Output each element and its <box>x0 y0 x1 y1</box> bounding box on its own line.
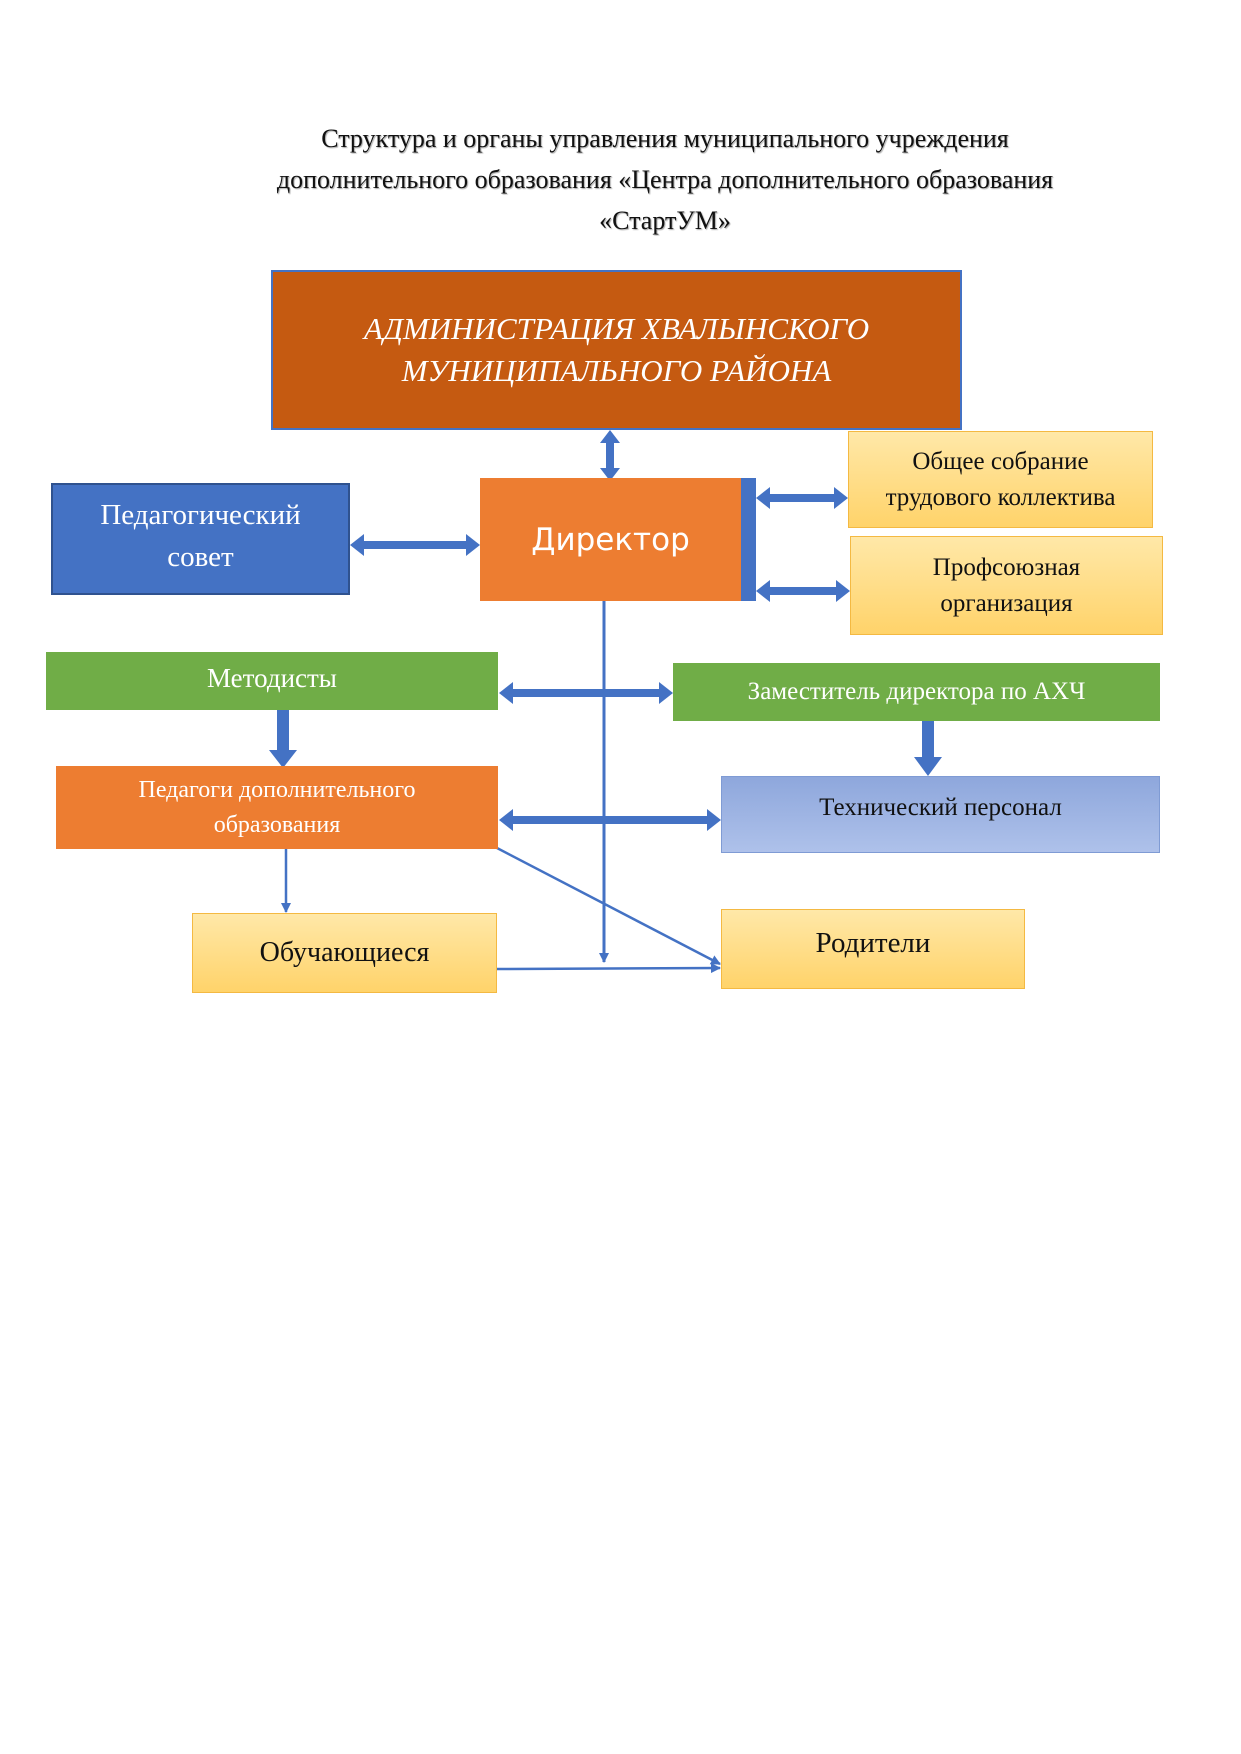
node-pedagogical-council-line-1: Педагогический <box>100 499 301 531</box>
line-students-parents <box>496 963 721 974</box>
node-teachers-line-1: Педагоги дополнительного <box>138 776 416 803</box>
page-title: Структура и органы управления муниципаль… <box>120 118 1210 241</box>
node-general-assembly-line-1: Общее собрание <box>912 447 1089 475</box>
node-administration-line-2: МУНИЦИПАЛЬНОГО РАЙОНА <box>401 353 832 388</box>
node-deputy-director-label: Заместитель директора по АХЧ <box>747 678 1086 705</box>
node-director-edge <box>741 478 756 601</box>
arrow-methodists-deputy <box>499 682 673 704</box>
arrow-director-assembly <box>756 487 848 509</box>
arrow-pedsovet-director <box>350 534 480 556</box>
node-pedagogical-council: Педагогический совет <box>51 483 350 595</box>
node-general-assembly: Общее собрание трудового коллектива <box>848 431 1153 528</box>
node-director-label: Директор <box>531 521 690 558</box>
node-teachers-line-2: образования <box>213 811 341 838</box>
node-general-assembly-line-2: трудового коллектива <box>885 483 1116 511</box>
node-methodists: Методисты <box>46 652 498 710</box>
node-parents-label: Родители <box>815 926 931 959</box>
node-methodists-label: Методисты <box>207 662 337 693</box>
node-teachers: Педагоги дополнительного образования <box>56 766 498 849</box>
node-deputy-director: Заместитель директора по АХЧ <box>673 663 1160 721</box>
node-administration-line-1: АДМИНИСТРАЦИЯ ХВАЛЫНСКОГО <box>363 311 870 346</box>
node-technical-staff: Технический персонал <box>721 776 1160 853</box>
node-pedagogical-council-line-2: совет <box>167 541 234 573</box>
node-director: Директор <box>480 478 741 601</box>
arrow-director-union <box>756 580 850 602</box>
node-administration: АДМИНИСТРАЦИЯ ХВАЛЫНСКОГО МУНИЦИПАЛЬНОГО… <box>271 270 962 430</box>
arrow-deputy-tech <box>914 721 942 776</box>
page-title-line-1: Структура и органы управления муниципаль… <box>321 124 1009 153</box>
arrow-admin-director <box>600 430 620 481</box>
node-students: Обучающиеся <box>192 913 497 993</box>
page-title-line-3: «СтартУМ» <box>599 206 731 235</box>
node-trade-union-line-2: организация <box>940 589 1073 617</box>
arrow-teachers-tech <box>499 809 721 831</box>
node-technical-staff-label: Технический персонал <box>819 793 1062 821</box>
line-teachers-parents <box>496 846 721 966</box>
page-title-line-2: дополнительного образования «Центра допо… <box>276 165 1054 194</box>
node-trade-union: Профсоюзная организация <box>850 536 1163 635</box>
node-parents: Родители <box>721 909 1025 989</box>
node-trade-union-line-1: Профсоюзная <box>932 553 1081 581</box>
arrow-methodists-teachers <box>269 710 297 768</box>
node-students-label: Обучающиеся <box>259 937 430 968</box>
